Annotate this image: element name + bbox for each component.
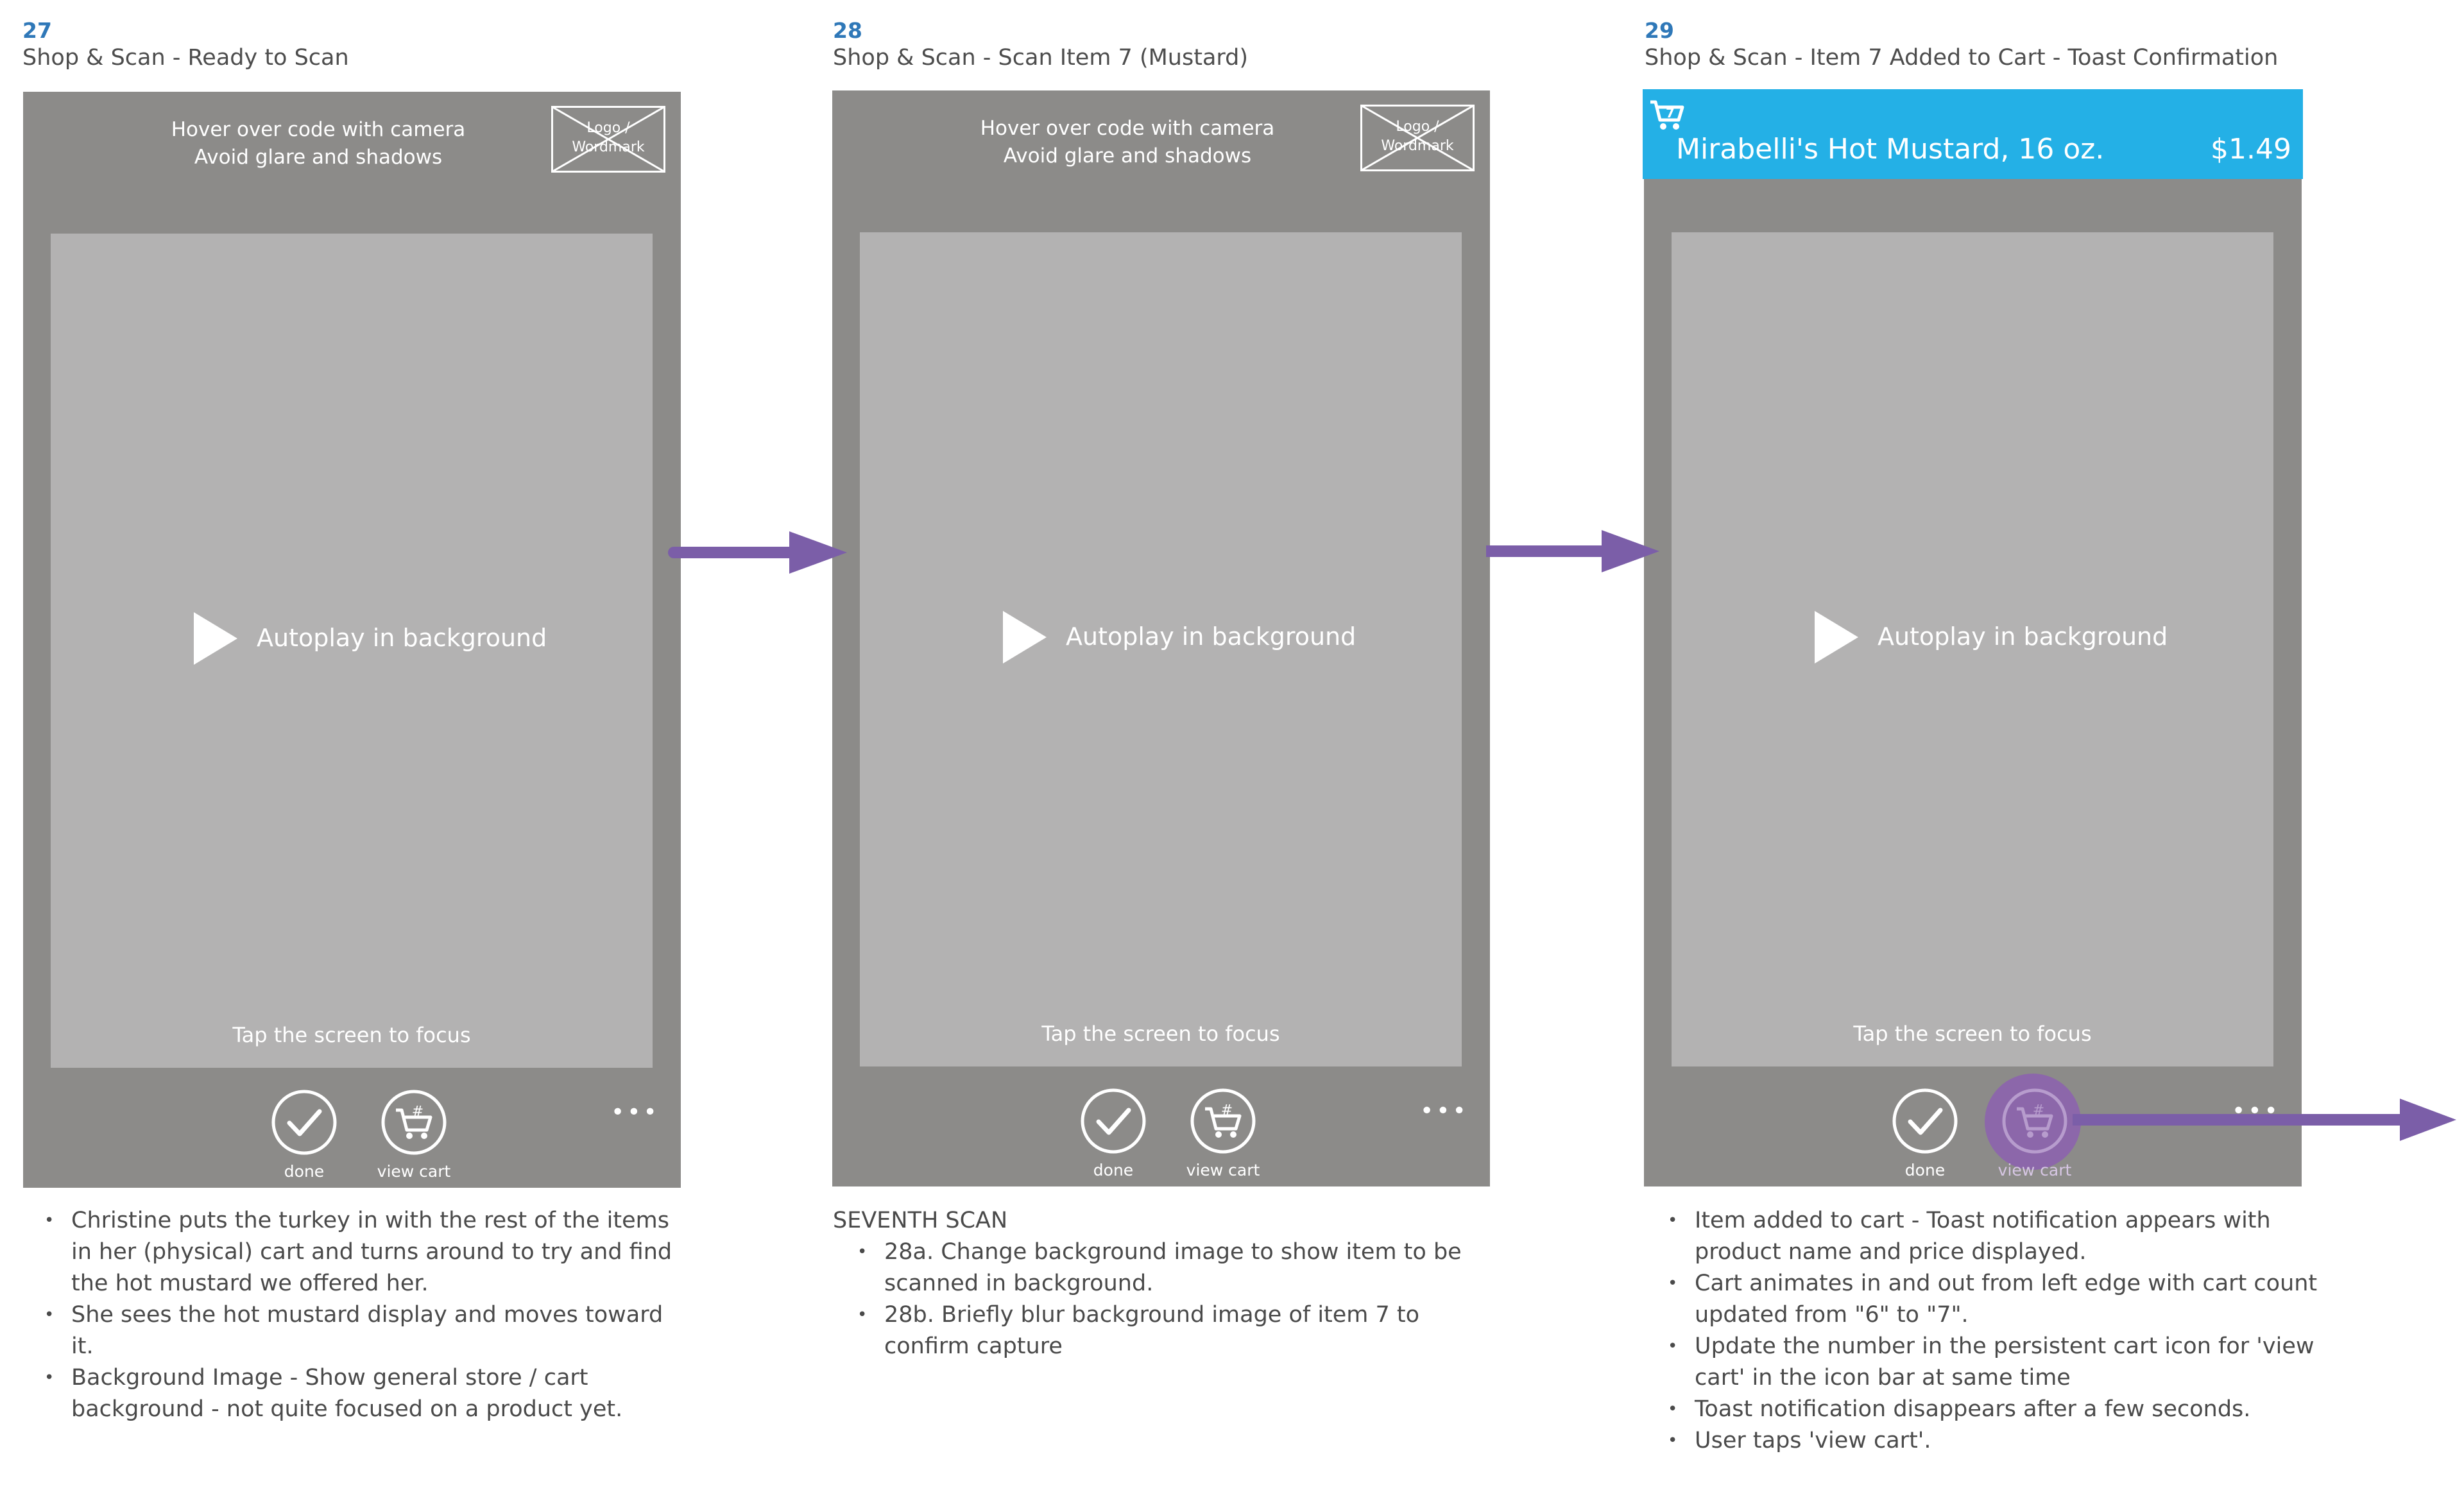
- frame-title: Shop & Scan - Scan Item 7 (Mustard): [833, 45, 1249, 71]
- checkmark-icon: [1081, 1088, 1146, 1154]
- notes-heading: SEVENTH SCAN: [833, 1208, 1008, 1233]
- done-button[interactable]: done: [1065, 1088, 1161, 1181]
- checkmark-icon: [1892, 1088, 1958, 1154]
- checkmark-icon: [271, 1090, 337, 1155]
- cart-count: 7: [1666, 105, 1675, 121]
- scan-hint-line-1: Hover over code with camera: [171, 118, 466, 141]
- play-icon: [1003, 611, 1047, 664]
- logo-label: Logo / Wordmark: [551, 119, 665, 157]
- toast-price: $1.49: [2211, 133, 2291, 166]
- note-item: She sees the hot mustard display and mov…: [44, 1299, 690, 1362]
- note-item: 28b. Briefly blur background image of it…: [857, 1299, 1500, 1362]
- notes-list: Item added to cart - Toast notification …: [1645, 1205, 2325, 1457]
- tap-to-focus-label: Tap the screen to focus: [1041, 1022, 1280, 1046]
- tap-to-focus-label: Tap the screen to focus: [232, 1023, 471, 1047]
- frame-29-header: 29 Shop & Scan - Item 7 Added to Cart - …: [1645, 18, 2278, 72]
- scan-hint-line-2: Avoid glare and shadows: [1003, 144, 1252, 167]
- frame-27-header: 27 Shop & Scan - Ready to Scan: [22, 18, 349, 72]
- scan-hint: Hover over code with camera Avoid glare …: [126, 116, 511, 171]
- view-cart-button[interactable]: # view cart: [1175, 1088, 1271, 1181]
- more-options-icon[interactable]: •••: [1420, 1098, 1469, 1124]
- logo-placeholder: Logo / Wordmark: [551, 106, 665, 173]
- play-icon: [1815, 611, 1858, 664]
- toast-notification[interactable]: 7 Mirabelli's Hot Mustard, 16 oz. $1.49: [1643, 89, 2303, 179]
- scan-hint: Hover over code with camera Avoid glare …: [935, 115, 1320, 170]
- note-item: Christine puts the turkey in with the re…: [44, 1205, 690, 1299]
- flow-arrow-27-to-28: [668, 531, 847, 574]
- note-item: Update the number in the persistent cart…: [1668, 1331, 2325, 1394]
- notes-list: Christine puts the turkey in with the re…: [23, 1205, 690, 1425]
- cart-icon: #: [381, 1090, 447, 1155]
- svg-text:#: #: [2033, 1102, 2044, 1118]
- frame-number: 28: [833, 18, 862, 43]
- logo-label-line-2: Wordmark: [572, 139, 645, 155]
- phone-screen-29: 7 Mirabelli's Hot Mustard, 16 oz. $1.49 …: [1643, 89, 2303, 1186]
- logo-label-line-1: Logo /: [1396, 119, 1439, 135]
- scan-hint-line-1: Hover over code with camera: [980, 117, 1275, 140]
- done-button[interactable]: done: [1877, 1088, 1973, 1181]
- autoplay-label: Autoplay in background: [1878, 622, 2168, 651]
- scan-hint-line-2: Avoid glare and shadows: [194, 146, 443, 169]
- flow-arrow-28-to-29: [1486, 530, 1659, 572]
- autoplay-label: Autoplay in background: [1066, 622, 1356, 651]
- note-item: 28a. Change background image to show ite…: [857, 1237, 1500, 1299]
- view-cart-label: view cart: [377, 1162, 451, 1181]
- note-item: Item added to cart - Toast notification …: [1668, 1205, 2325, 1268]
- tap-to-focus-label: Tap the screen to focus: [1853, 1022, 2092, 1046]
- frame-title: Shop & Scan - Item 7 Added to Cart - Toa…: [1645, 45, 2279, 71]
- note-item: Toast notification disappears after a fe…: [1668, 1394, 2325, 1425]
- done-label: done: [1093, 1161, 1134, 1179]
- cart-count-icon: 7: [1650, 100, 1684, 130]
- logo-label-line-2: Wordmark: [1381, 138, 1454, 154]
- camera-viewport[interactable]: Autoplay in background Tap the screen to…: [1672, 232, 2273, 1066]
- svg-text:#: #: [1221, 1102, 1233, 1118]
- frame-29-notes: Item added to cart - Toast notification …: [1645, 1205, 2325, 1457]
- logo-placeholder-icon: [1360, 105, 1475, 171]
- view-cart-label: view cart: [1186, 1161, 1260, 1179]
- cart-icon: #: [1190, 1088, 1256, 1154]
- autoplay-label: Autoplay in background: [257, 624, 547, 652]
- camera-viewport[interactable]: Autoplay in background Tap the screen to…: [860, 232, 1462, 1066]
- svg-text:#: #: [412, 1104, 424, 1120]
- play-icon: [194, 612, 237, 665]
- frame-28-notes: SEVENTH SCAN 28a. Change background imag…: [833, 1205, 1500, 1362]
- done-button[interactable]: done: [256, 1089, 352, 1183]
- phone-screen-27: Hover over code with camera Avoid glare …: [23, 92, 681, 1188]
- frame-number: 29: [1645, 18, 1674, 43]
- done-label: done: [1904, 1161, 1946, 1179]
- view-cart-button[interactable]: # view cart: [1987, 1088, 2083, 1181]
- toast-product-name: Mirabelli's Hot Mustard, 16 oz.: [1676, 133, 2105, 166]
- more-options-icon[interactable]: •••: [611, 1099, 660, 1126]
- done-label: done: [284, 1162, 325, 1181]
- logo-placeholder-icon: [551, 106, 665, 173]
- frame-title: Shop & Scan - Ready to Scan: [22, 45, 349, 71]
- note-item: Background Image - Show general store / …: [44, 1362, 690, 1425]
- notes-list: 28a. Change background image to show ite…: [833, 1237, 1500, 1362]
- frame-number: 27: [22, 18, 52, 43]
- cart-icon: #: [2002, 1088, 2067, 1154]
- flow-arrow-29-out: [2073, 1099, 2456, 1141]
- camera-viewport[interactable]: Autoplay in background Tap the screen to…: [51, 234, 653, 1068]
- frame-27-notes: Christine puts the turkey in with the re…: [23, 1205, 690, 1425]
- phone-screen-28: Hover over code with camera Avoid glare …: [832, 90, 1490, 1186]
- view-cart-button[interactable]: # view cart: [366, 1089, 462, 1183]
- frame-28-header: 28 Shop & Scan - Scan Item 7 (Mustard): [833, 18, 1248, 72]
- note-item: User taps 'view cart'.: [1668, 1425, 2325, 1457]
- view-cart-label: view cart: [1998, 1161, 2072, 1179]
- logo-label: Logo / Wordmark: [1360, 117, 1475, 156]
- logo-placeholder: Logo / Wordmark: [1360, 105, 1475, 171]
- logo-label-line-1: Logo /: [586, 120, 630, 136]
- note-item: Cart animates in and out from left edge …: [1668, 1268, 2325, 1331]
